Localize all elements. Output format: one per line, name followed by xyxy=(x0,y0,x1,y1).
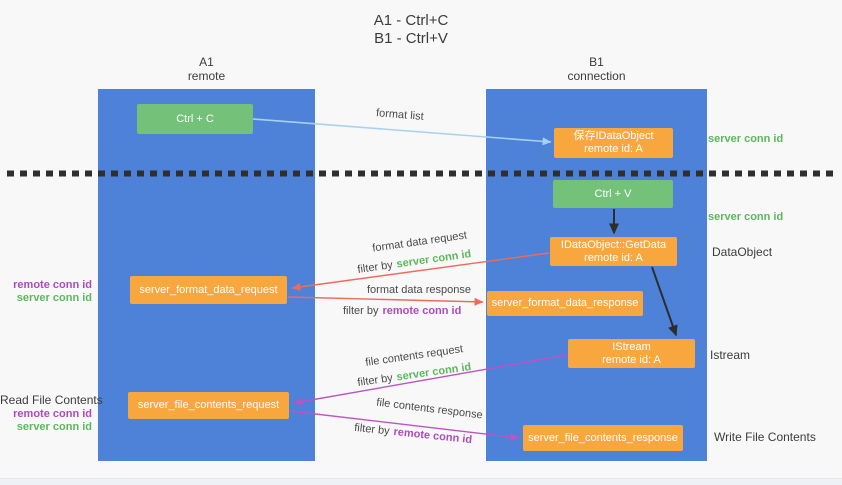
node-ctrl-c: Ctrl + C xyxy=(137,104,253,134)
left-label-server-conn-id: server conn id xyxy=(16,421,92,433)
left-label-read-file-contents: Read File Contents xyxy=(0,393,103,407)
node-save-dataobject-line2: remote id: A xyxy=(584,143,643,155)
filter-by-text: filter by xyxy=(356,259,394,276)
left-label-group-file: Read File Contents remote conn id server… xyxy=(0,393,103,434)
node-format-response-label: server_format_data_response xyxy=(491,297,639,309)
right-label-dataobject: DataObject xyxy=(712,245,773,259)
filter-by-text: filter by xyxy=(356,372,394,389)
node-save-dataobject-line1: 保存IDataObject xyxy=(573,130,654,142)
left-label-server-conn-id: server conn id xyxy=(16,292,92,304)
filter-by-text: filter by xyxy=(343,305,379,317)
flow-label-file-contents-response: file contents response xyxy=(375,396,484,422)
node-istream-line1: IStream xyxy=(612,340,651,353)
node-idataobject-getdata: IDataObject::GetData remote id: A xyxy=(550,237,677,266)
node-file-request-label: server_file_contents_request xyxy=(137,399,280,411)
node-getdata-line2: remote id: A xyxy=(584,251,643,264)
node-server-format-data-response: server_format_data_response xyxy=(487,291,643,316)
node-istream-line2: remote id: A xyxy=(602,353,661,366)
server-conn-id-text: server conn id xyxy=(395,248,472,271)
node-server-format-data-request: server_format_data_request xyxy=(130,276,287,304)
column-a1-subtitle: remote xyxy=(187,69,226,83)
column-a1-name: A1 xyxy=(199,55,214,69)
node-server-file-contents-response: server_file_contents_response xyxy=(523,425,683,451)
right-label-server-conn-id-top: server conn id xyxy=(708,133,784,145)
remote-conn-id-text: remote conn id xyxy=(382,305,462,317)
node-ctrl-c-label: Ctrl + C xyxy=(176,112,214,125)
node-save-dataobject: 保存IDataObject remote id: A xyxy=(554,128,673,158)
left-label-group-format: remote conn id server conn id xyxy=(0,279,92,305)
flow-label-format-data-response: format data response xyxy=(367,284,471,296)
node-getdata-line1: IDataObject::GetData xyxy=(560,238,667,251)
node-file-response-label: server_file_contents_response xyxy=(528,431,678,444)
left-label-remote-conn-id: remote conn id xyxy=(13,408,92,420)
column-b1-name: B1 xyxy=(589,55,604,69)
node-format-request-label: server_format_data_request xyxy=(139,283,278,296)
filter-by-text: filter by xyxy=(353,421,391,438)
column-header-a1: A1 remote xyxy=(98,55,315,83)
diagram-title: A1 - Ctrl+C B1 - Ctrl+V xyxy=(0,12,822,48)
remote-conn-id-text: remote conn id xyxy=(392,425,473,447)
title-line-b1: B1 - Ctrl+V xyxy=(374,30,448,47)
column-b1-subtitle: connection xyxy=(567,69,626,83)
right-label-server-conn-id-mid: server conn id xyxy=(708,211,784,223)
flow-label-format-list: format list xyxy=(375,107,425,123)
node-istream: IStream remote id: A xyxy=(568,339,695,368)
format-data-response-arrow xyxy=(287,296,484,306)
server-conn-id-text: server conn id xyxy=(395,361,472,384)
left-label-remote-conn-id: remote conn id xyxy=(13,279,92,291)
node-ctrl-v-label: Ctrl + V xyxy=(594,187,632,200)
node-ctrl-v: Ctrl + V xyxy=(553,180,673,208)
window-bottom-strip xyxy=(0,478,842,485)
node-server-file-contents-request: server_file_contents_request xyxy=(128,392,289,419)
right-label-write-file-contents: Write File Contents xyxy=(714,430,816,444)
right-label-istream: Istream xyxy=(710,348,751,362)
title-line-a1: A1 - Ctrl+C xyxy=(373,12,449,29)
column-header-b1: B1 connection xyxy=(486,55,707,83)
